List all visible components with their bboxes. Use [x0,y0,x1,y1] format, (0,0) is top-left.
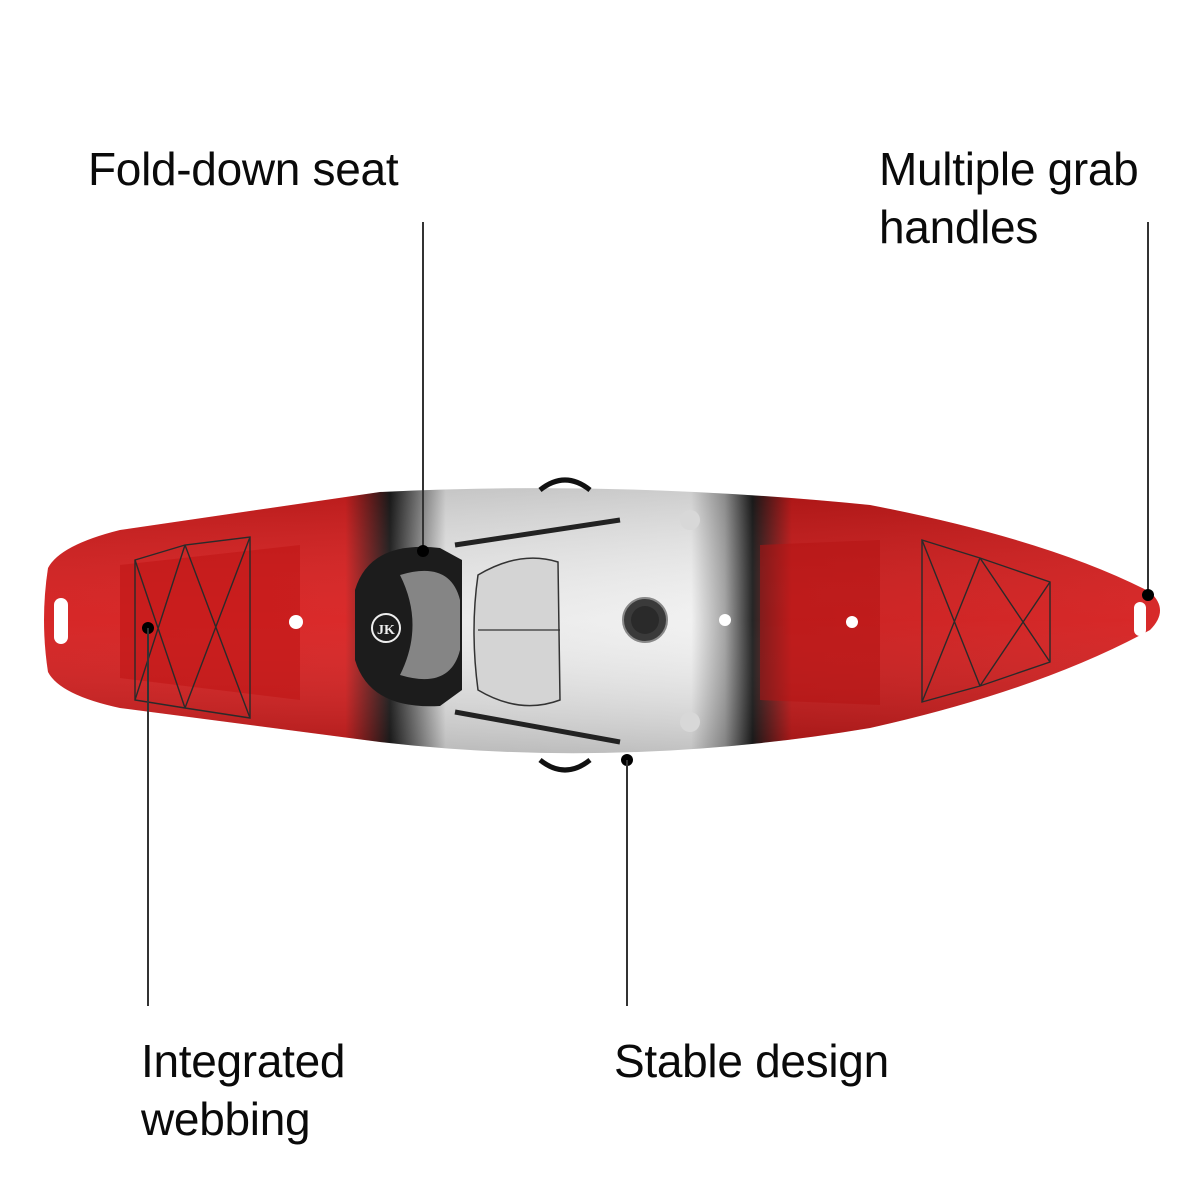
callout-line-integrated-webbing [147,628,149,1006]
callout-line-grab-handles [1147,222,1149,594]
callout-label-stable-design: Stable design [614,1035,889,1087]
rear-bungee-webbing [134,536,251,719]
fold-down-seat: JK [355,546,462,707]
callout-dot-grab-handles [1142,589,1154,601]
callout-label-grab-handles: Multiple grab handles [879,143,1139,253]
callout-dot-fold-down-seat [417,545,429,557]
side-carry-handle-top [538,477,592,493]
stern-handle-slot [54,598,68,644]
callout-label-integrated-webbing: Integrated webbing [141,1035,346,1145]
callout-label-fold-down-seat: Fold-down seat [88,143,399,195]
svg-text:JK: JK [377,623,395,638]
bow-handle-slot [1134,602,1146,636]
callout-line-fold-down-seat [422,222,424,550]
kayak-hull [44,488,1160,754]
side-carry-handle-bottom [538,757,592,773]
callout-line-stable-design [626,760,628,1006]
foot-pad [473,557,561,707]
front-bungee-webbing [921,539,1051,703]
